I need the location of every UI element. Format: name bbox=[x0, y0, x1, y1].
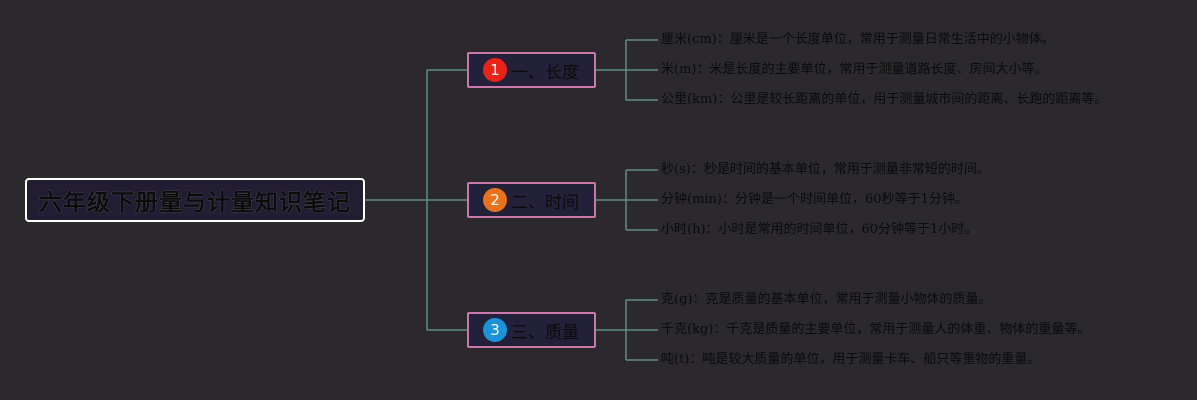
badge-2: 2 bbox=[483, 188, 507, 212]
leaf-ton[interactable]: 吨(t)：吨是较大质量的单位，用于测量卡车、船只等重物的重量。 bbox=[661, 352, 1041, 367]
leaf-gram[interactable]: 克(g)：克是质量的基本单位，常用于测量小物体的质量。 bbox=[661, 292, 992, 307]
branch-node-time[interactable]: 2 二、时间 bbox=[467, 182, 596, 218]
branch-label-mass: 三、质量 bbox=[511, 322, 579, 343]
leaf-minute[interactable]: 分钟(min)：分钟是一个时间单位，60秒等于1分钟。 bbox=[661, 192, 968, 207]
branch-node-length[interactable]: 1 一、长度 bbox=[467, 52, 596, 88]
branch-node-mass[interactable]: 3 三、质量 bbox=[467, 312, 596, 348]
leaf-kilogram[interactable]: 千克(kg)：千克是质量的主要单位，常用于测量人的体重、物体的重量等。 bbox=[661, 322, 1091, 337]
leaf-km[interactable]: 公里(km)：公里是较长距离的单位，用于测量城市间的距离、长跑的距离等。 bbox=[661, 92, 1108, 107]
badge-1: 1 bbox=[483, 58, 507, 82]
leaf-m[interactable]: 米(m)：米是长度的主要单位，常用于测量道路长度、房间大小等。 bbox=[661, 62, 1048, 77]
root-title: 六年级下册量与计量知识笔记 bbox=[39, 190, 351, 216]
branch-label-length: 一、长度 bbox=[511, 62, 579, 83]
leaf-hour[interactable]: 小时(h)：小时是常用的时间单位，60分钟等于1小时。 bbox=[661, 222, 978, 237]
leaf-second[interactable]: 秒(s)：秒是时间的基本单位，常用于测量非常短的时间。 bbox=[661, 162, 990, 177]
root-node[interactable]: 六年级下册量与计量知识笔记 bbox=[25, 178, 365, 222]
branch-label-time: 二、时间 bbox=[511, 192, 579, 213]
leaf-cm[interactable]: 厘米(cm)：厘米是一个长度单位，常用于测量日常生活中的小物体。 bbox=[661, 32, 1055, 47]
badge-3: 3 bbox=[483, 318, 507, 342]
